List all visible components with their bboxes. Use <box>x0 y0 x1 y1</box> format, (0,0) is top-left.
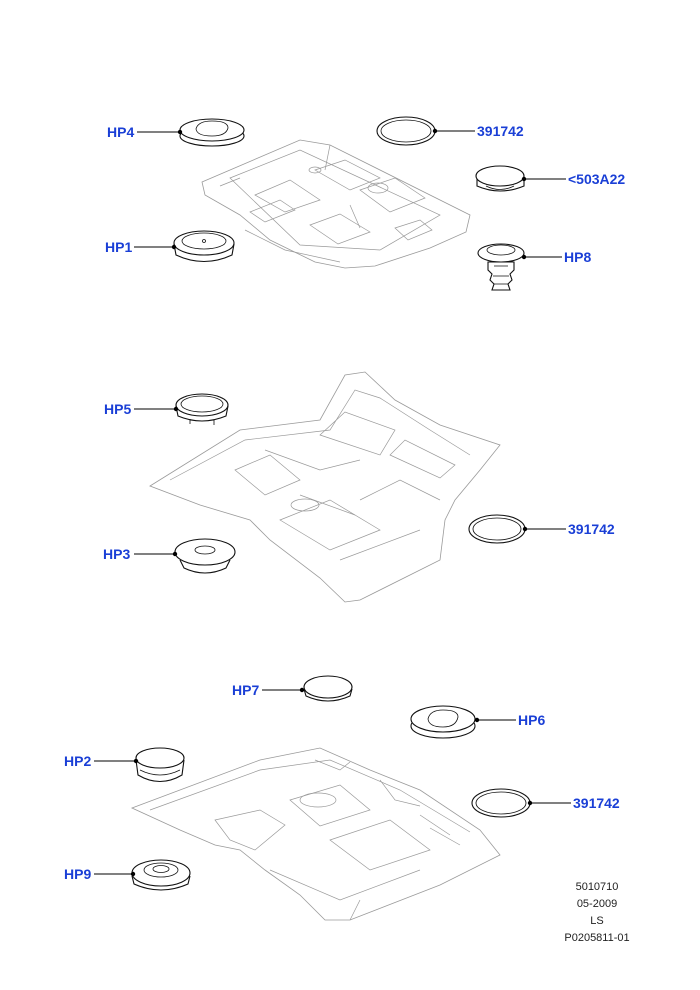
callout-391742-bottom[interactable]: 391742 <box>573 795 620 811</box>
floor-pan-centre <box>130 747 501 921</box>
hp6-grommet <box>410 705 476 739</box>
callout-hp8[interactable]: HP8 <box>564 249 591 265</box>
callout-hp5[interactable]: HP5 <box>104 401 131 417</box>
hp1-plug <box>173 230 235 263</box>
seal-ring-391742-middle <box>468 514 526 544</box>
seal-ring-391742-bottom <box>471 788 531 818</box>
hp4-grommet <box>179 118 245 147</box>
callout-hp7[interactable]: HP7 <box>232 682 259 698</box>
hp2-cap <box>135 747 185 783</box>
seal-ring-391742-top <box>376 116 436 146</box>
hp3-plug <box>174 538 236 574</box>
callout-503a22[interactable]: <503A22 <box>568 171 625 187</box>
floor-pan-rear <box>201 139 471 269</box>
plug-503a22 <box>475 165 525 192</box>
callout-391742-middle[interactable]: 391742 <box>568 521 615 537</box>
ref-date: 05-2009 <box>577 898 617 910</box>
hp9-grommet <box>131 859 191 891</box>
callout-hp4[interactable]: HP4 <box>107 124 134 140</box>
hp7-cap <box>303 675 353 702</box>
ref-code: 5010710 <box>576 881 619 893</box>
ref-drawing-number: P0205811-01 <box>564 932 629 944</box>
callout-391742-top[interactable]: 391742 <box>477 123 524 139</box>
callout-hp3[interactable]: HP3 <box>103 546 130 562</box>
floor-pan-front <box>149 371 501 603</box>
hp5-cap <box>175 393 229 425</box>
ref-initials: LS <box>590 915 603 927</box>
callout-hp6[interactable]: HP6 <box>518 712 545 728</box>
callout-hp2[interactable]: HP2 <box>64 753 91 769</box>
reference-block: 5010710 05-2009 LS P0205811-01 <box>564 881 629 944</box>
callout-hp1[interactable]: HP1 <box>105 239 132 255</box>
hp8-push-clip <box>477 243 525 291</box>
callout-hp9[interactable]: HP9 <box>64 866 91 882</box>
